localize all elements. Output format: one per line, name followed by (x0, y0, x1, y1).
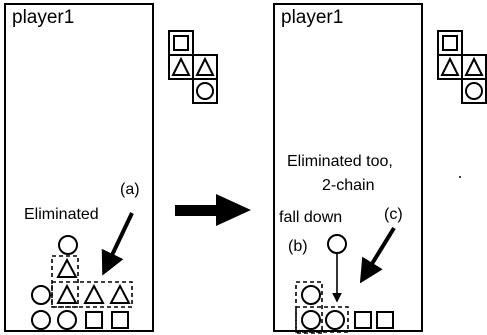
triangle-piece (56, 283, 78, 304)
square-piece (85, 311, 103, 329)
right-next-piece (437, 30, 487, 104)
right-board: player1 Eliminated too, 2-chain fall dow… (273, 3, 423, 334)
circle-piece (58, 235, 78, 255)
chain-group-horizontal (295, 306, 349, 333)
transition-arrow-shaft (175, 205, 219, 216)
transition-arrow-head (216, 194, 251, 226)
circle-piece (196, 82, 214, 100)
marker-a-label: (a) (120, 181, 140, 198)
right-board-frame (273, 3, 423, 332)
square-piece (354, 311, 372, 329)
circle-piece (465, 82, 483, 100)
left-board: player1 Eliminated (a) (4, 3, 154, 332)
square-piece (376, 311, 394, 329)
circle-piece (31, 310, 51, 330)
eliminated-too-label: Eliminated too, (287, 153, 393, 170)
chain-count-label: 2-chain (322, 177, 374, 194)
next-piece-cell (192, 78, 218, 104)
transition-arrow (175, 194, 251, 226)
triangle-piece (171, 56, 191, 76)
triangle-piece (195, 56, 215, 76)
marker-c-arrow (359, 226, 396, 284)
triangle-piece (440, 56, 460, 76)
eliminated-group-horizontal (51, 281, 133, 308)
stray-dot (459, 176, 461, 178)
left-board-frame (4, 3, 154, 332)
circle-piece (301, 285, 321, 305)
left-next-piece (168, 30, 218, 104)
square-piece (111, 311, 129, 329)
circle-piece (31, 285, 51, 305)
next-piece-cell (461, 78, 487, 104)
marker-a-arrow (101, 212, 134, 276)
triangle-piece (56, 257, 78, 278)
next-piece-cell (168, 30, 194, 56)
triangle-piece (109, 283, 131, 304)
marker-b-label: (b) (288, 238, 308, 255)
right-board-title: player1 (281, 7, 343, 28)
triangle-piece (83, 283, 105, 304)
eliminated-label: Eliminated (24, 206, 99, 223)
square-piece (442, 35, 458, 51)
fall-down-label: fall down (279, 209, 342, 226)
triangle-piece (464, 56, 484, 76)
falling-circle-piece (327, 234, 347, 254)
next-piece-cell (437, 30, 463, 56)
circle-piece (325, 310, 345, 330)
circle-piece (301, 310, 321, 330)
left-board-title: player1 (12, 7, 74, 28)
marker-c-label: (c) (384, 206, 403, 223)
square-piece (173, 35, 189, 51)
circle-piece (57, 310, 77, 330)
